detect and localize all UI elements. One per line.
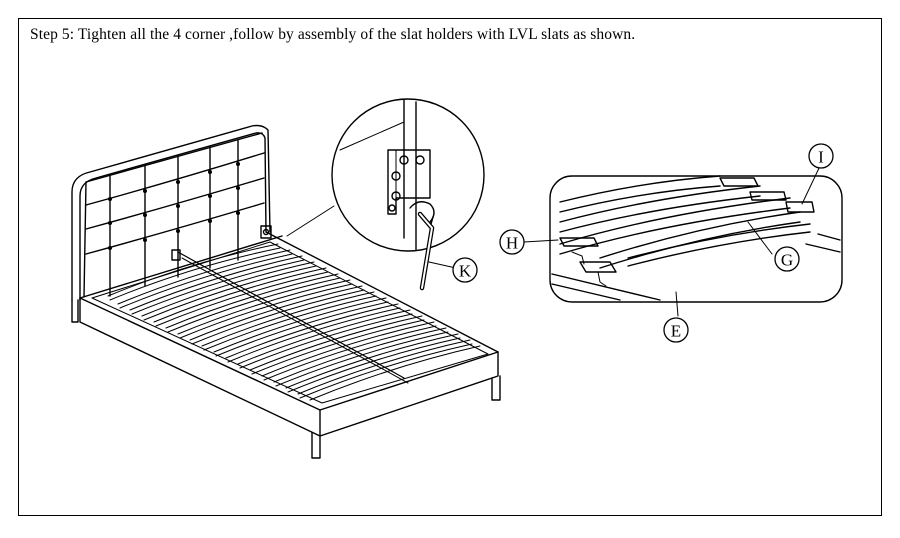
callout-g-label: G bbox=[781, 251, 793, 270]
slat-holder-detail-view bbox=[549, 175, 843, 303]
instruction-text: Step 5: Tighten all the 4 corner ,follow… bbox=[30, 26, 636, 43]
instruction-panel-border bbox=[18, 18, 882, 516]
bed-frame bbox=[79, 225, 501, 459]
callout-h-circle bbox=[499, 229, 525, 255]
bed-slats bbox=[107, 243, 481, 401]
callout-h-label: H bbox=[506, 234, 518, 253]
headboard bbox=[71, 124, 271, 323]
callout-k-circle bbox=[452, 257, 478, 283]
callout-g-circle bbox=[774, 246, 800, 272]
tufting-buttons bbox=[108, 162, 240, 250]
callout-leaders bbox=[428, 165, 821, 317]
callout-e-circle bbox=[663, 317, 689, 343]
callout-k-label: K bbox=[459, 262, 472, 281]
callout-e-label: E bbox=[671, 322, 681, 341]
corner-detail-view bbox=[286, 98, 485, 291]
callout-i-label: I bbox=[818, 148, 824, 167]
callout-i-circle bbox=[808, 143, 834, 169]
